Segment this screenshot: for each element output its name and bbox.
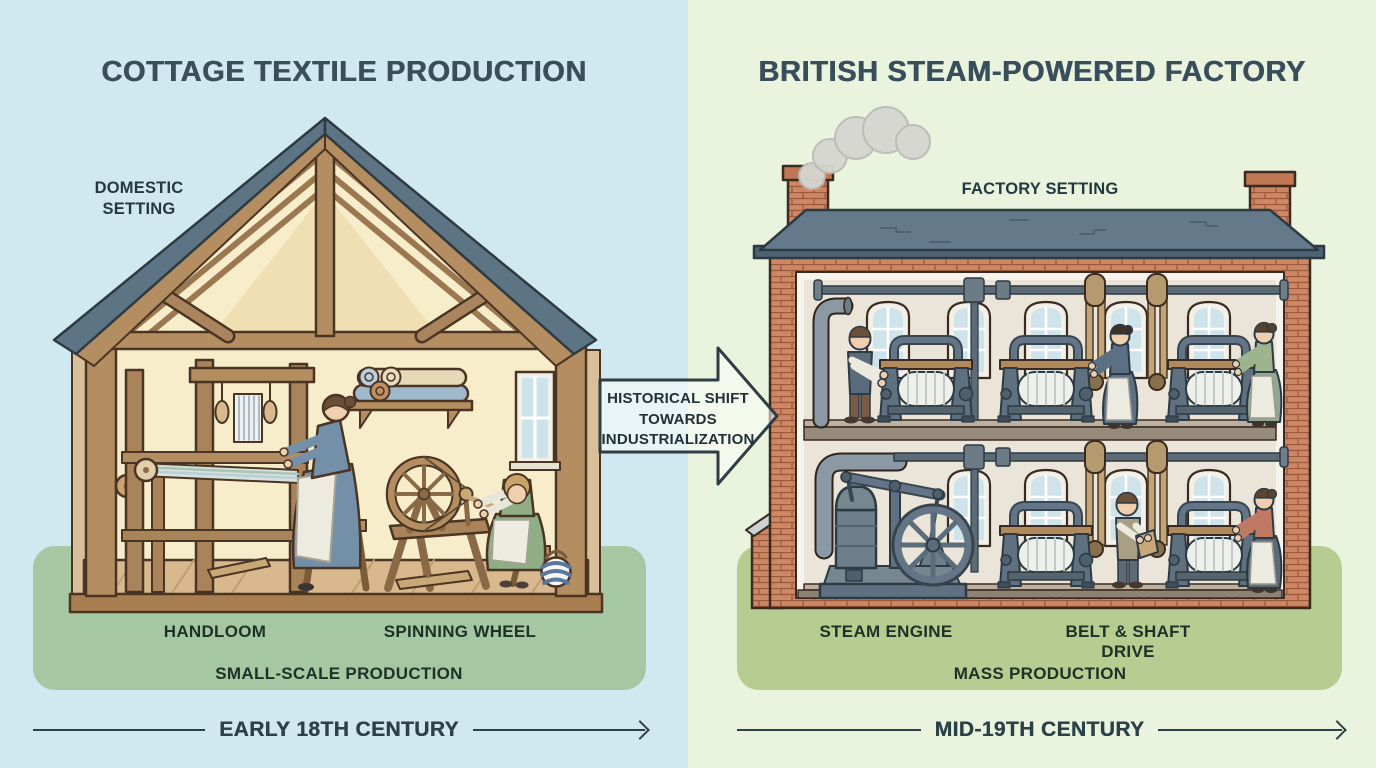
worker-man-bottom [1112, 491, 1159, 589]
handloom-label: HANDLOOM [163, 622, 267, 641]
left-timeline: EARLY 18TH CENTURY [33, 714, 650, 746]
small-scale-production-label: SMALL-SCALE PRODUCTION [215, 664, 463, 683]
steam-pipes [812, 296, 908, 560]
cottage-roof [52, 116, 598, 367]
transition-arrow-shape [598, 346, 779, 486]
timeline-line [472, 720, 650, 740]
domestic-setting-label: DOMESTIC SETTING [94, 179, 184, 218]
steam-engine-illustration [818, 471, 975, 600]
right-title: BRITISH STEAM-POWERED FACTORY [758, 56, 1306, 88]
factory-illustration [745, 106, 1326, 610]
factory-setting-label: FACTORY SETTING [961, 180, 1119, 198]
mass-production-label: MASS PRODUCTION [953, 664, 1127, 683]
worker-woman-top-right [1231, 321, 1283, 427]
transition-arrow-label: HISTORICAL SHIFT TOWARDS INDUSTRIALIZATI… [601, 390, 755, 448]
factory-roof [752, 208, 1326, 260]
early-18th-century-label: EARLY 18TH CENTURY [219, 718, 459, 741]
line-shaft-top [813, 279, 1289, 301]
left-title: COTTAGE TEXTILE PRODUCTION [101, 56, 587, 88]
cottage-window [509, 370, 561, 471]
right-timeline: MID-19TH CENTURY [737, 714, 1347, 746]
cottage-illustration [52, 116, 604, 614]
smoke-icon [798, 106, 931, 190]
weaver-figure [279, 393, 370, 592]
shaft-couplings [963, 277, 1011, 470]
spinning-wheel-label: SPINNING WHEEL [383, 622, 537, 641]
spinning-wheel-illustration [384, 455, 492, 592]
yarn-ball-icon [540, 549, 572, 588]
belt-shaft-drive-label: BELT & SHAFT DRIVE [1065, 622, 1191, 661]
timeline-line [737, 728, 921, 732]
worker-man-top [844, 325, 889, 424]
worker-woman-bottom-right [1231, 487, 1283, 593]
timeline-line [1158, 720, 1347, 740]
worker-woman-top-middle [1087, 323, 1139, 429]
mid-19th-century-label: MID-19TH CENTURY [934, 718, 1145, 741]
fabric-shelf [346, 366, 474, 429]
timeline-line [33, 728, 206, 732]
steam-engine-label: STEAM ENGINE [819, 622, 953, 641]
child-spinner-figure [467, 473, 554, 589]
